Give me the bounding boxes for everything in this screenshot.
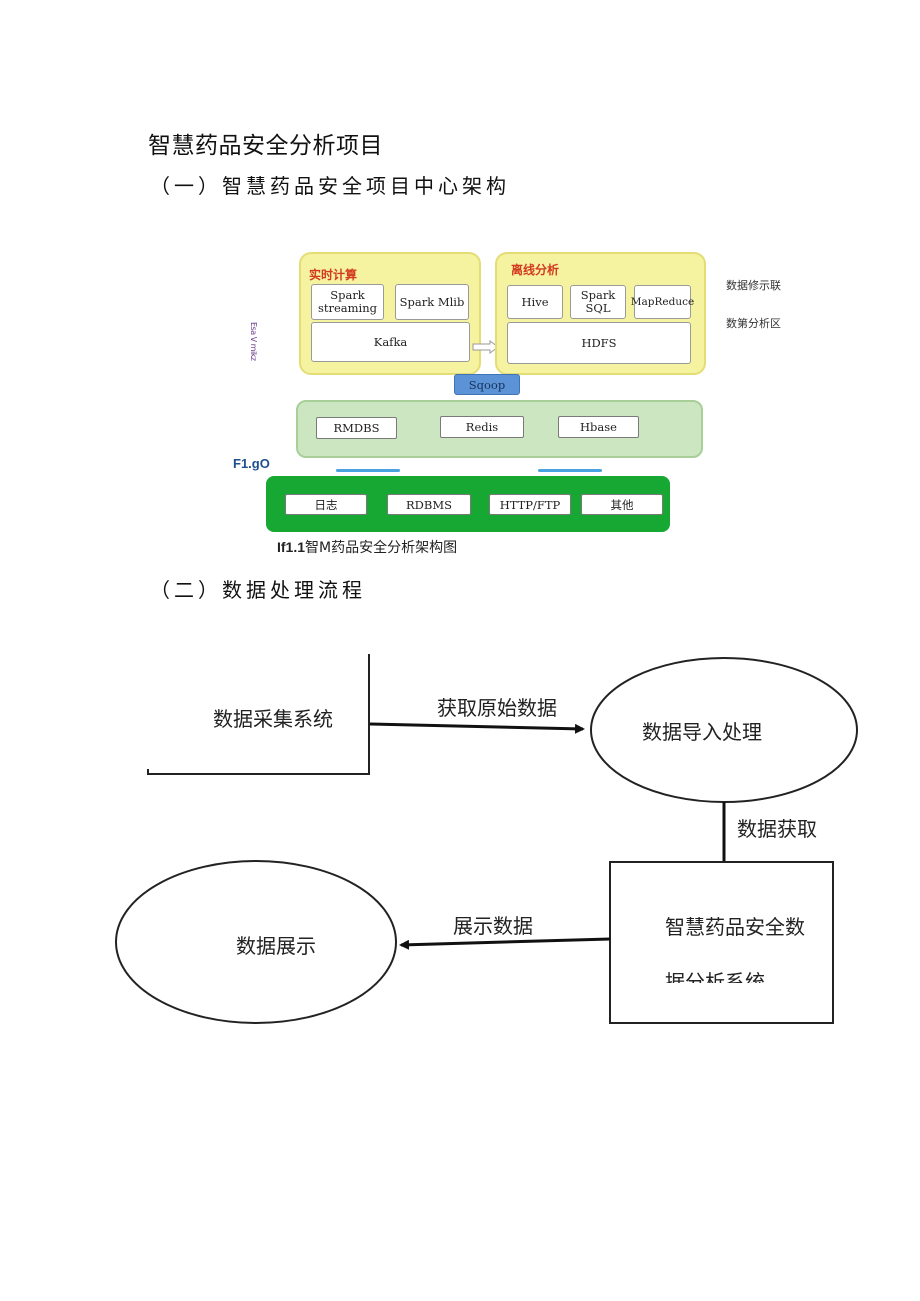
document-title: 智慧药品安全分析项目: [148, 133, 383, 159]
kafka-box: Kafka: [311, 322, 470, 362]
caption-prefix: If1.1: [277, 539, 306, 555]
storage-item-rmdbs: RMDBS: [316, 417, 397, 439]
spark-mlib-box: Spark Mlib: [395, 284, 469, 320]
display-label: 数据展示: [236, 936, 316, 958]
arrow-get-raw: [369, 722, 585, 734]
collect-box-border: [147, 654, 370, 775]
figure-caption: If1.1智M药品安全分析架构图: [277, 537, 457, 557]
data-get-label: 数据获取: [737, 819, 817, 841]
vertical-note: Esa V mikz: [249, 322, 258, 361]
display-ellipse: [115, 860, 397, 1024]
source-item-logs: 日志: [285, 494, 367, 515]
right-arrow-icon: [472, 340, 499, 354]
section-heading-flow: （二）数据处理流程: [150, 578, 366, 602]
connector-line-left: [336, 469, 400, 472]
storage-item-redis: Redis: [440, 416, 524, 438]
spark-streaming-box: Spark streaming: [311, 284, 384, 320]
flow-diagram-shapes: [115, 654, 858, 1024]
figure-label: F1.gO: [233, 456, 270, 471]
connector-line-right: [538, 469, 602, 472]
hive-box: Hive: [507, 285, 563, 319]
collect-system-label: 数据采集系统: [213, 709, 333, 731]
show-data-label: 展示数据: [453, 916, 533, 938]
analysis-system-line2: 据分析系统: [665, 972, 765, 983]
side-note-2: 数第分析区: [726, 317, 781, 330]
source-item-rdbms: RDBMS: [387, 494, 471, 515]
analysis-system-line1: 智慧药品安全数: [665, 917, 805, 939]
spark-sql-box: Spark SQL: [570, 285, 626, 319]
source-item-http-ftp: HTTP/FTP: [489, 494, 571, 515]
section-heading-architecture: （一）智慧药品安全项目中心架构: [150, 174, 510, 198]
arrow-show-data: [399, 937, 611, 950]
offline-panel-title: 离线分析: [511, 263, 560, 277]
caption-text: 智M药品安全分析架构图: [305, 540, 458, 556]
analysis-box: [609, 861, 834, 1024]
source-item-other: 其他: [581, 494, 663, 515]
mapreduce-box: MapReduce: [631, 285, 694, 319]
get-raw-data-label: 获取原始数据: [437, 698, 557, 720]
import-process-label: 数据导入处理: [642, 722, 762, 744]
side-note-1: 数据修示联: [726, 279, 781, 292]
realtime-panel-title: 实时计算: [309, 268, 358, 282]
hdfs-box: HDFS: [507, 322, 691, 364]
storage-item-hbase: Hbase: [558, 416, 639, 438]
sqoop-box: Sqoop: [454, 374, 520, 395]
